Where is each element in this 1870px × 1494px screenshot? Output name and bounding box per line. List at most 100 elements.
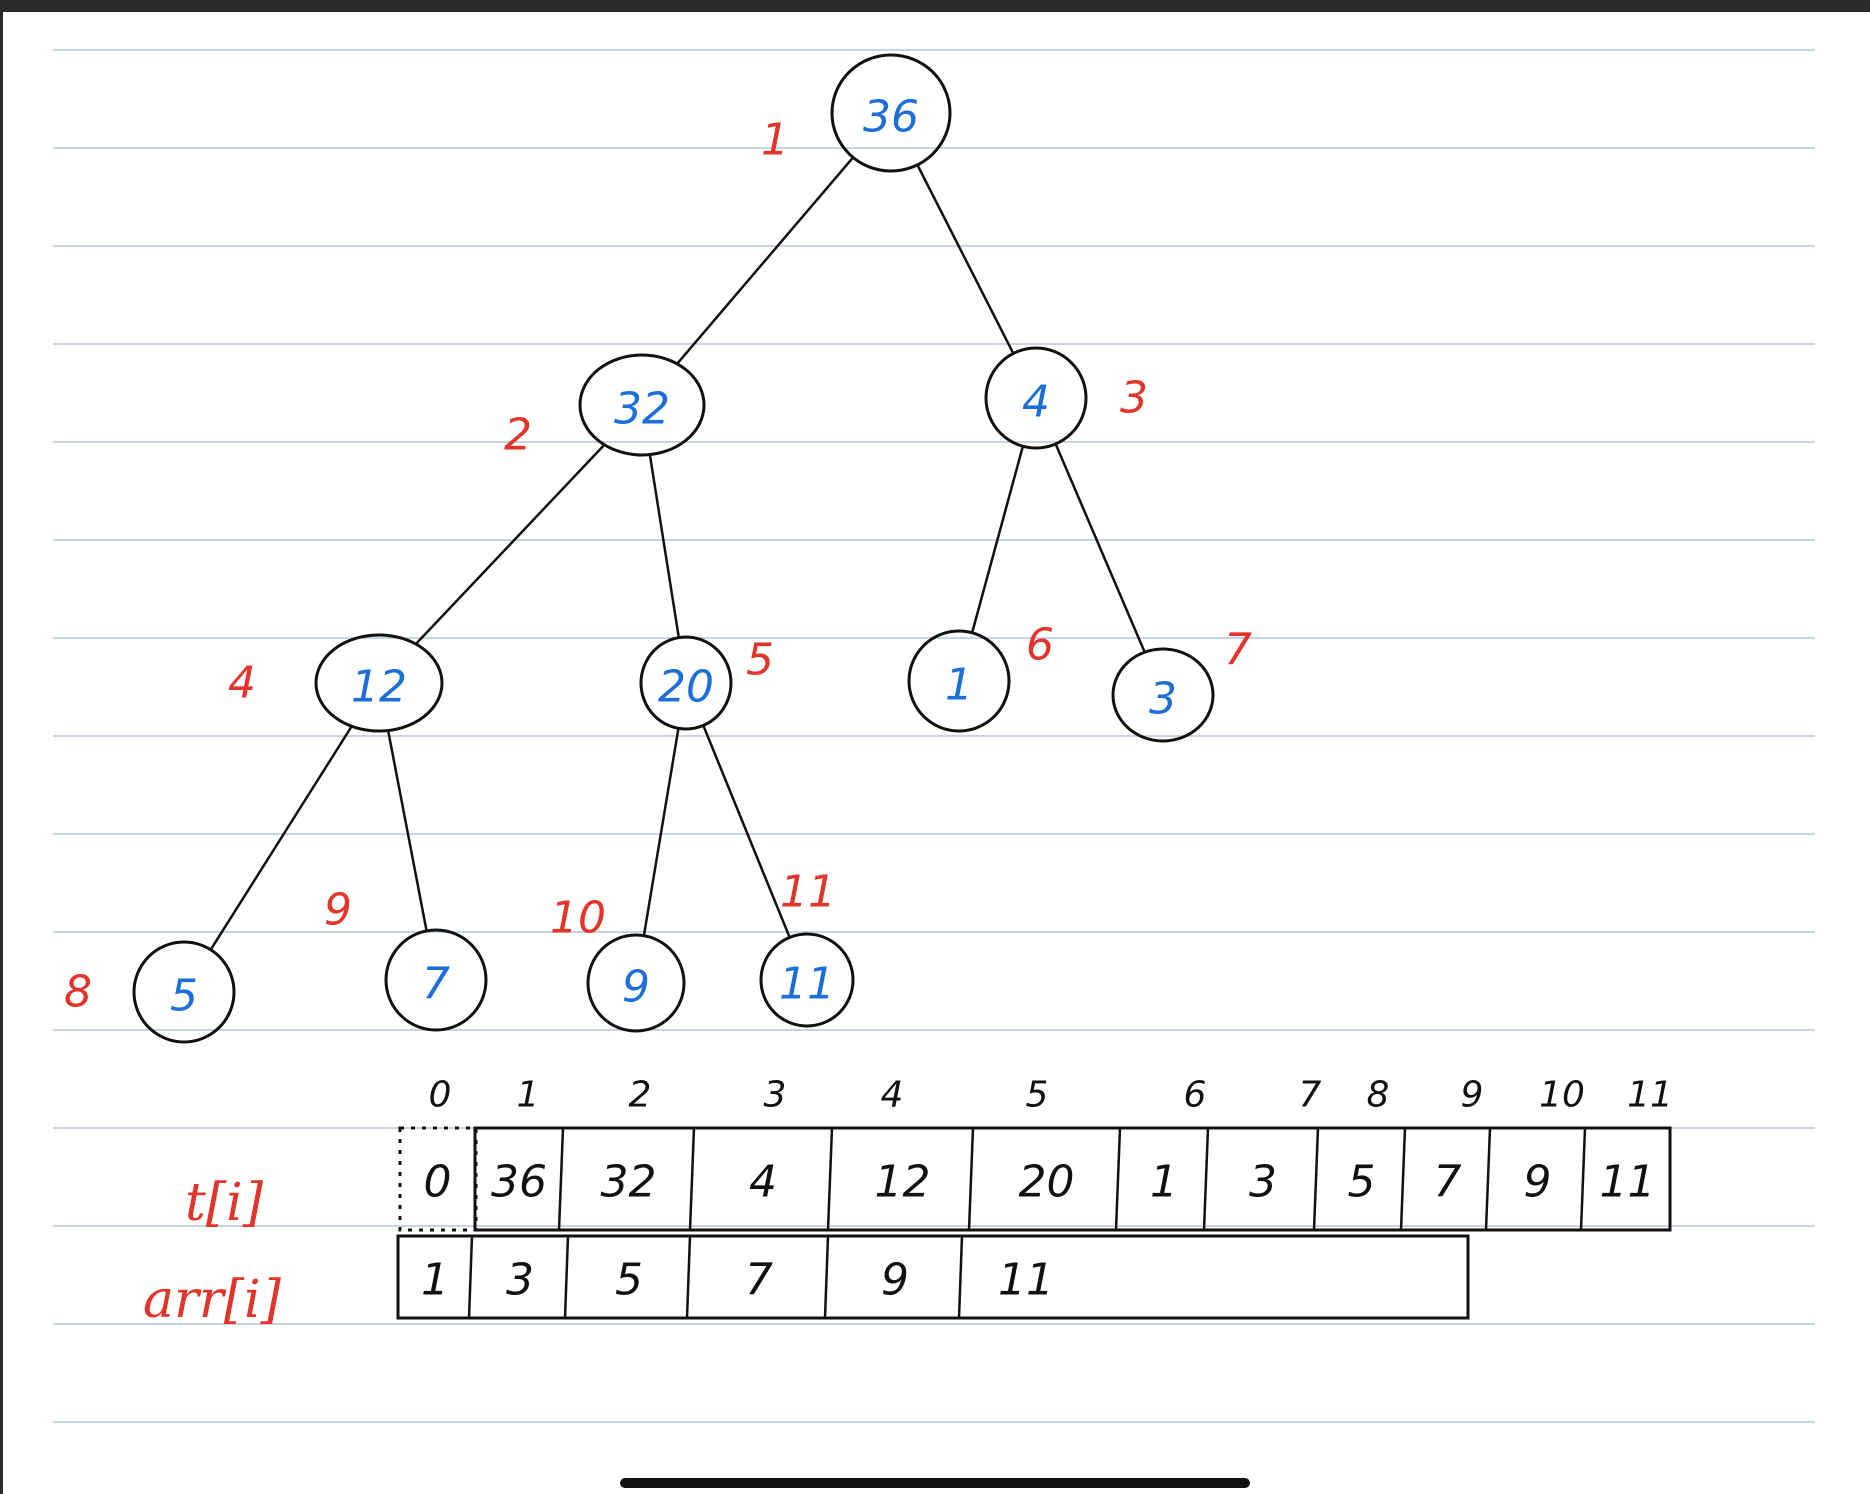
tree-edge-1-3 <box>916 164 1015 355</box>
top-status-bar <box>0 0 1870 12</box>
node-value: 36 <box>863 92 919 143</box>
node-value: 9 <box>622 962 650 1013</box>
tree-edge-2-5 <box>648 454 681 638</box>
t-array-divider <box>557 1127 565 1231</box>
node-index-label: 5 <box>746 635 774 686</box>
node-index-label: 8 <box>64 967 92 1018</box>
tree-node-4: 12 4 <box>228 633 444 733</box>
node-index-label: 7 <box>1224 625 1252 676</box>
node-circle <box>132 940 236 1044</box>
array-index-2: 2 <box>629 1075 652 1116</box>
tree-edge-3-7 <box>1054 443 1146 653</box>
node-circle <box>314 633 444 733</box>
array-index-0: 0 <box>429 1075 452 1116</box>
t-array-cell: 3 <box>1249 1157 1277 1208</box>
node-index-label: 9 <box>324 885 352 936</box>
arr-array-cell: 9 <box>881 1255 909 1306</box>
arr-array-cell: 5 <box>615 1255 643 1306</box>
t-array-cell: 1 <box>1150 1157 1178 1208</box>
tree-node-9: 79 <box>324 885 488 1032</box>
tree-edge-4-8 <box>209 725 353 951</box>
t-array-box <box>473 1126 1672 1232</box>
node-circle <box>586 933 686 1033</box>
node-circle <box>384 928 488 1032</box>
t-array-divider <box>1579 1127 1587 1231</box>
node-circle <box>639 635 733 731</box>
array-index-3: 3 <box>764 1075 787 1116</box>
node-circle <box>907 629 1011 733</box>
t-array-cell: 5 <box>1348 1157 1376 1208</box>
array-index-5: 5 <box>1026 1075 1049 1116</box>
arr-array-cell: 11 <box>998 1255 1054 1306</box>
node-index-label: 1 <box>761 115 789 166</box>
node-value: 32 <box>614 384 670 435</box>
array-index-6: 6 <box>1184 1075 1207 1116</box>
tree-node-7: 37 <box>1111 625 1252 743</box>
tree-node-2: 32 2 <box>504 353 706 461</box>
node-value: 5 <box>170 971 198 1022</box>
node-value: 4 <box>1022 377 1050 428</box>
node-index-label: 10 <box>550 893 606 944</box>
arr-array-cell: 3 <box>506 1255 534 1306</box>
node-index-label: 3 <box>1120 373 1148 424</box>
arr-array-divider <box>685 1235 692 1319</box>
t-array-cell: 11 <box>1600 1157 1656 1208</box>
t-array-divider <box>967 1127 975 1231</box>
t-array-divider <box>1312 1127 1320 1231</box>
t-array-label: t[i] <box>185 1173 264 1233</box>
arr-array-cell: 7 <box>745 1255 773 1306</box>
arr-array-divider <box>467 1235 474 1319</box>
t-array-divider <box>1399 1127 1407 1231</box>
t-array-cell: 20 <box>1019 1157 1075 1208</box>
array-index-10: 10 <box>1539 1075 1585 1116</box>
tree-node-1: 36 1 <box>761 53 952 173</box>
node-value: 12 <box>351 662 407 713</box>
array-index-1: 1 <box>517 1075 540 1116</box>
tree-edge-2-4 <box>414 443 606 645</box>
t-array-cell: 7 <box>1434 1157 1462 1208</box>
tree-edge-5-10 <box>642 728 680 936</box>
node-index-label: 2 <box>504 410 532 461</box>
tree-edge-5-11 <box>702 724 791 938</box>
home-indicator[interactable] <box>620 1478 1250 1488</box>
ruled-lines <box>53 49 1815 1423</box>
t-array-divider <box>688 1127 696 1231</box>
t-array-cell: 0 <box>424 1157 452 1208</box>
t-array-divider <box>1114 1127 1122 1231</box>
node-circle <box>1111 647 1215 743</box>
t-array-cell: 12 <box>875 1157 931 1208</box>
node-circle <box>830 53 952 173</box>
tree-node-5: 20 5 <box>639 635 774 731</box>
tree-edge-1-2 <box>676 156 855 365</box>
node-value: 3 <box>1149 674 1177 725</box>
node-value: 1 <box>945 660 973 711</box>
t-array-divider <box>1484 1127 1492 1231</box>
arr-array-label: arr[i] <box>143 1270 282 1330</box>
t-array-divider <box>826 1127 834 1231</box>
arr-array-cell: 1 <box>421 1255 449 1306</box>
node-index-label: 4 <box>228 658 256 709</box>
tree-edge-3-6 <box>970 445 1025 634</box>
node-index-label: 11 <box>780 867 836 918</box>
t-array-cell: 32 <box>601 1157 657 1208</box>
node-index-label: 6 <box>1026 620 1054 671</box>
array-index-9: 9 <box>1461 1075 1484 1116</box>
left-edge <box>0 0 3 1494</box>
t-array-cell: 36 <box>491 1157 547 1208</box>
node-circle <box>578 353 706 457</box>
t-array-cell: 9 <box>1524 1157 1552 1208</box>
node-value: 20 <box>658 662 714 713</box>
tree-node-8: 58 <box>64 940 236 1044</box>
node-value: 7 <box>422 959 450 1010</box>
node-circle <box>759 932 855 1028</box>
t-array-divider <box>1202 1127 1210 1231</box>
tree-node-10: 9 10 <box>550 893 686 1033</box>
t-array-cell: 4 <box>749 1157 777 1208</box>
arr-array-divider <box>957 1235 964 1319</box>
